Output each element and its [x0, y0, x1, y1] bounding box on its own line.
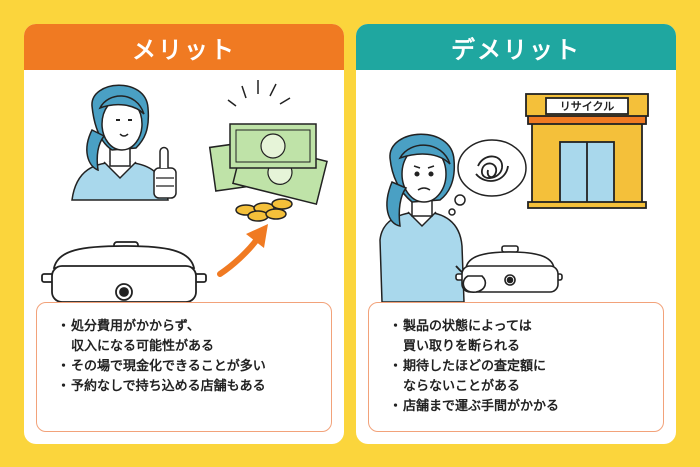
shop-sign-text: リサイクル: [560, 100, 614, 113]
bullet-marker: ・: [57, 379, 71, 394]
money-icon: [208, 80, 328, 206]
merit-item-1: 処分費用がかからず、 収入になる可能性がある: [71, 319, 215, 354]
demerit-title: デメリット: [356, 24, 676, 70]
merit-item-3: 予約なしで持ち込める店舗もある: [71, 379, 266, 394]
demerit-illustration: リサイクル: [379, 93, 649, 302]
woman-thumbs-up-illustration: [71, 84, 177, 201]
list-item: ・ 製品の状態によっては 買い取りを断られる: [389, 317, 653, 357]
hot-plate-icon: [41, 241, 207, 302]
demerit-item-3: 店舗まで運ぶ手間がかかる: [403, 399, 560, 414]
list-item: ・ 予約なしで持ち込める店舗もある: [57, 377, 321, 397]
bullet-marker: ・: [389, 319, 403, 334]
demerit-panel: デメリット リサイクル: [356, 24, 676, 444]
arrow-icon: [217, 224, 268, 277]
merit-list: ・ 処分費用がかからず、 収入になる可能性がある ・ その場で現金化できることが…: [36, 302, 332, 432]
coins-icon: [235, 198, 293, 222]
list-item: ・ その場で現金化できることが多い: [57, 357, 321, 377]
hot-plate-icon: [455, 245, 563, 293]
thumbs-up-icon: [153, 146, 177, 199]
merit-illustration: [41, 80, 328, 302]
demerit-item-1: 製品の状態によっては 買い取りを断られる: [403, 319, 532, 354]
bullet-marker: ・: [389, 359, 403, 374]
worried-woman-illustration: [379, 133, 497, 302]
list-item: ・ 店舗まで運ぶ手間がかかる: [389, 397, 653, 417]
recycle-shop-icon: リサイクル: [525, 93, 649, 209]
bullet-marker: ・: [57, 359, 71, 374]
list-item: ・ 処分費用がかからず、 収入になる可能性がある: [57, 317, 321, 357]
demerit-item-2: 期待したほどの査定額に ならないことがある: [403, 359, 547, 394]
demerit-list: ・ 製品の状態によっては 買い取りを断られる ・ 期待したほどの査定額に ならな…: [368, 302, 664, 432]
bullet-marker: ・: [389, 399, 403, 414]
merit-panel: メリット: [24, 24, 344, 444]
thought-bubble-icon: [448, 139, 527, 216]
merit-title: メリット: [24, 24, 344, 70]
merit-item-2: その場で現金化できることが多い: [71, 359, 266, 374]
list-item: ・ 期待したほどの査定額に ならないことがある: [389, 357, 653, 397]
bullet-marker: ・: [57, 319, 71, 334]
